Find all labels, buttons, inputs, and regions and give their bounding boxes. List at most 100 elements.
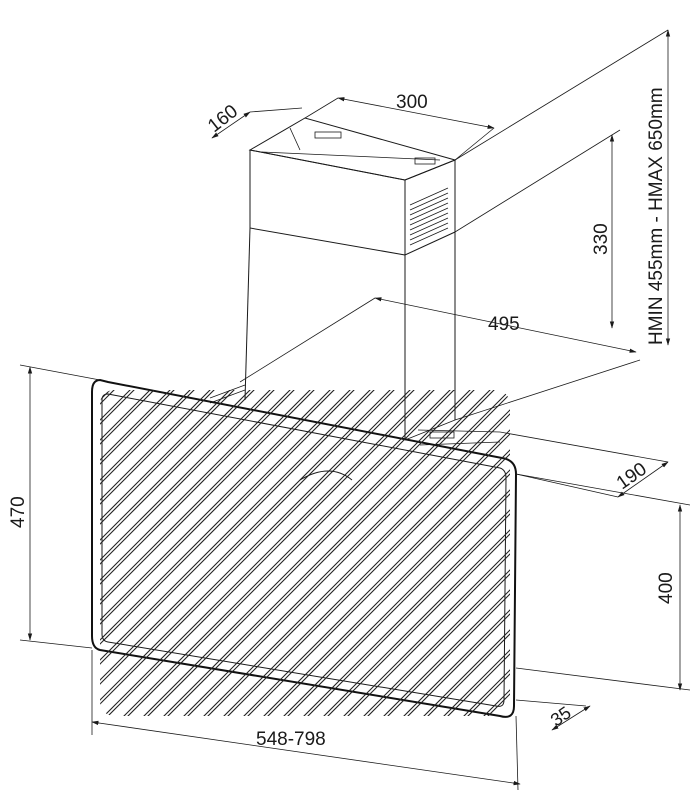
hatch-line — [604, 380, 690, 720]
hatch-line — [100, 390, 165, 716]
dim-400: 400 — [515, 473, 690, 691]
hatch-line — [299, 390, 510, 716]
dim-330: 330 — [591, 134, 615, 329]
hatch-line — [283, 390, 510, 716]
dim-470: 470 — [8, 364, 101, 649]
hatch-line — [100, 390, 321, 716]
dim-495: 495 — [239, 297, 637, 383]
hatch-line — [100, 390, 441, 716]
hatch-line — [100, 390, 341, 716]
hatch-line — [423, 390, 510, 716]
hatch-line — [499, 390, 510, 716]
hatch-line — [139, 390, 481, 716]
hatch-line — [584, 380, 690, 720]
hatch-line — [203, 390, 510, 716]
hatch-line — [580, 380, 690, 720]
hatch-line — [363, 390, 510, 716]
hatch-line — [100, 390, 345, 716]
hatch-line — [100, 390, 365, 716]
hatch-line — [100, 390, 305, 716]
dim-300: 300 — [304, 92, 495, 161]
vent-grille-icon — [409, 187, 449, 246]
hatch-line — [463, 390, 510, 716]
hatch-line — [100, 390, 241, 716]
hatch-line — [119, 390, 461, 716]
hatch-line — [100, 390, 381, 716]
glass-panel — [91, 378, 690, 720]
hatch-line — [279, 390, 510, 716]
hatch-line — [199, 390, 510, 716]
hatch-line — [163, 390, 505, 716]
hatch-line — [123, 390, 465, 716]
ext-line-low — [454, 359, 641, 421]
hatch-line — [100, 390, 205, 716]
hatch-line — [223, 390, 510, 716]
dim-190-label: 190 — [613, 459, 651, 494]
dim-400-label: 400 — [656, 572, 677, 604]
hatch-line — [100, 390, 301, 716]
hatch-line — [179, 390, 510, 716]
hatch-line — [383, 390, 510, 716]
hatch-line — [100, 390, 181, 716]
hatch-line — [100, 390, 425, 716]
hatch-line — [103, 390, 445, 716]
hatch-line — [403, 390, 510, 716]
hatch-line — [100, 390, 385, 716]
hatch-line — [100, 390, 245, 716]
dim-35: 35 — [515, 699, 591, 731]
hatch-line — [339, 390, 510, 716]
hatch-line — [564, 380, 690, 720]
hatch-line — [100, 390, 421, 716]
hatch-line — [100, 390, 265, 716]
dim-35-label: 35 — [547, 702, 575, 730]
hatch-line — [524, 380, 690, 720]
hatch-line — [319, 390, 510, 716]
hatch-line — [100, 390, 141, 716]
dim-495-label: 495 — [488, 314, 520, 335]
hatch-line — [100, 390, 225, 716]
hatch-line — [343, 390, 510, 716]
dim-height-range: HMIN 455mm - HMAX 650mm — [646, 29, 671, 346]
hatch-line — [243, 390, 510, 716]
hatch-line — [303, 390, 510, 716]
hatch-line — [100, 390, 281, 716]
hatch-line — [323, 390, 510, 716]
hatch-line — [159, 390, 501, 716]
hatch-line — [100, 390, 221, 716]
hatch-line — [560, 380, 690, 720]
hatch-line — [359, 390, 510, 716]
ext-line-top — [454, 29, 669, 161]
hatch-line — [600, 380, 690, 720]
dim-height-range-label: HMIN 455mm - HMAX 650mm — [646, 87, 667, 345]
hatch-line — [544, 380, 690, 720]
hatch-line — [379, 390, 510, 716]
hatch-line — [239, 390, 510, 716]
hatch-line — [479, 390, 510, 716]
hatch-line — [183, 390, 510, 716]
dim-190: 190 — [499, 431, 669, 498]
hatch-line — [100, 390, 161, 716]
dim-470-label: 470 — [8, 496, 29, 528]
hatch-line — [443, 390, 510, 716]
hatch-line — [100, 390, 201, 716]
dim-160: 160 — [204, 101, 303, 139]
hatch-line — [259, 390, 510, 716]
hatch-line — [100, 390, 361, 716]
ext-line-mid — [454, 129, 621, 233]
dim-160-label: 160 — [204, 101, 242, 137]
dim-548-798: 548-798 — [91, 650, 521, 791]
chimney-top-box — [248, 117, 457, 256]
hatch-line — [263, 390, 510, 716]
glass-hatching — [100, 380, 690, 720]
hatch-line — [100, 390, 261, 716]
hatch-line — [100, 390, 125, 716]
hatch-line — [219, 390, 510, 716]
hatch-line — [419, 390, 510, 716]
hatch-line — [503, 390, 510, 716]
hatch-line — [100, 390, 325, 716]
dim-300-label: 300 — [396, 92, 428, 113]
hatch-line — [100, 390, 285, 716]
dim-548-798-label: 548-798 — [256, 729, 326, 750]
hatch-line — [100, 390, 145, 716]
